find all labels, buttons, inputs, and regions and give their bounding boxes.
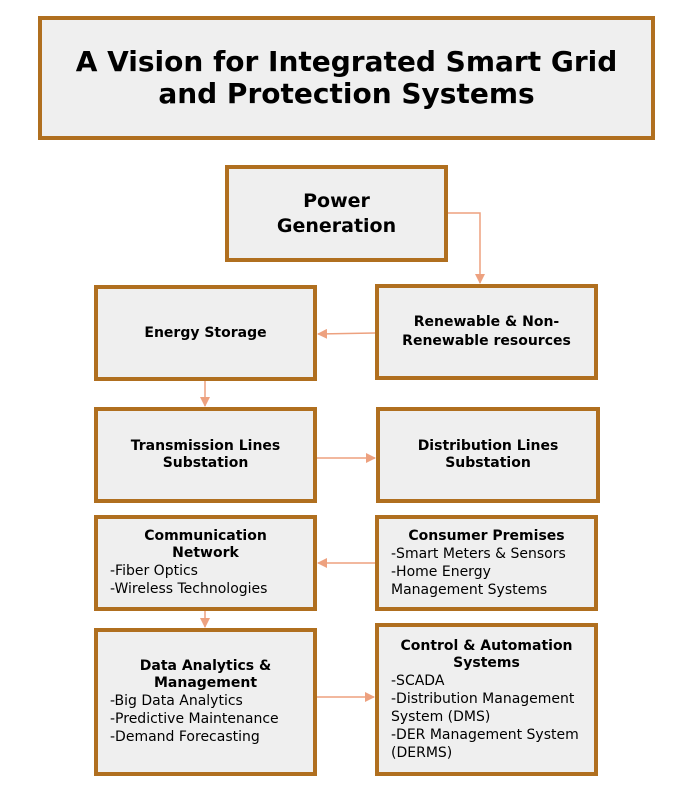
- node-item: -DER Management System (DERMS): [391, 726, 579, 761]
- node-item: -Big Data Analytics: [110, 693, 243, 709]
- node-label: Consumer Premises: [408, 527, 565, 544]
- node-label: Energy Storage: [144, 324, 267, 341]
- node-label: Distribution Lines Substation: [417, 438, 559, 471]
- node-distribution-lines: Distribution Lines Substation: [376, 407, 600, 503]
- node-item: -Wireless Technologies: [110, 581, 268, 597]
- node-item: -SCADA: [391, 672, 445, 689]
- node-label: Renewable & Non-Renewable resources: [402, 314, 571, 349]
- node-power-generation: Power Generation: [225, 165, 448, 262]
- node-data-analytics: Data Analytics & Management -Big Data An…: [94, 628, 317, 776]
- node-energy-storage: Energy Storage: [94, 285, 317, 381]
- node-transmission-lines: Transmission Lines Substation: [94, 407, 317, 503]
- node-label: Data Analytics & Management: [139, 658, 272, 691]
- node-item: -Home Energy Management Systems: [391, 563, 548, 598]
- node-label: Control & Automation Systems: [400, 637, 573, 671]
- arrow-power-to-renewable: [448, 212, 485, 284]
- arrow-renewable-to-storage: [317, 328, 376, 339]
- node-control-automation: Control & Automation Systems -SCADA -Dis…: [375, 623, 598, 776]
- node-label: Transmission Lines Substation: [130, 438, 281, 471]
- node-renewable-resources: Renewable & Non-Renewable resources: [375, 284, 598, 380]
- title-box: A Vision for Integrated Smart Grid and P…: [38, 16, 655, 140]
- node-item: -Demand Forecasting: [110, 729, 260, 745]
- node-label: Power Generation: [276, 189, 397, 237]
- node-item: -Distribution Management System (DMS): [391, 690, 575, 725]
- node-item: -Fiber Optics: [110, 563, 198, 579]
- node-consumer-premises: Consumer Premises -Smart Meters & Sensor…: [375, 515, 598, 611]
- node-item: -Smart Meters & Sensors: [391, 545, 566, 562]
- node-item: -Predictive Maintenance: [110, 711, 279, 727]
- node-label: Communication Network: [144, 528, 267, 561]
- diagram-title: A Vision for Integrated Smart Grid and P…: [75, 45, 618, 110]
- node-communication-network: Communication Network -Fiber Optics -Wir…: [94, 515, 317, 611]
